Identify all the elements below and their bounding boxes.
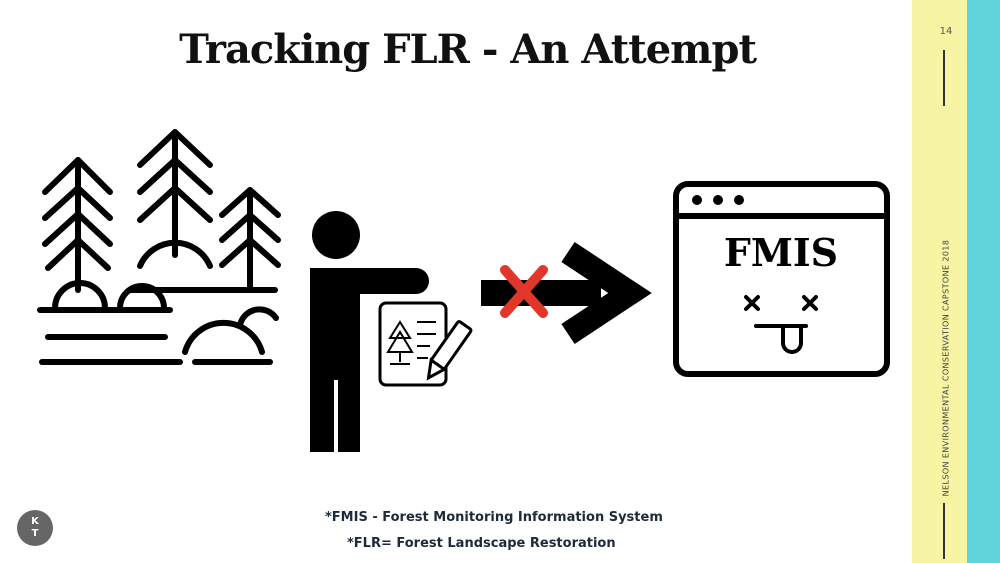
badge-letter-k: K bbox=[31, 516, 39, 527]
blocked-arrow-icon bbox=[481, 241, 652, 345]
sidebar-cyan-band bbox=[967, 0, 1000, 563]
author-badge: K T bbox=[17, 510, 53, 546]
sidebar-rule-bottom bbox=[943, 503, 945, 559]
sidebar-rule-top bbox=[943, 50, 945, 106]
sidebar-yellow-band bbox=[912, 0, 967, 563]
forest-icon bbox=[37, 129, 281, 365]
illustration: FMIS bbox=[37, 129, 890, 452]
person-holding-clipboard-icon bbox=[310, 211, 473, 452]
sidebar-caption: NELSON ENVIRONMENTAL CONSERVATION CAPSTO… bbox=[941, 239, 951, 497]
window-label: FMIS bbox=[724, 230, 838, 275]
browser-window-icon: FMIS bbox=[673, 181, 890, 377]
page-number: 14 bbox=[939, 26, 953, 37]
footnote-fmis: *FMIS - Forest Monitoring Information Sy… bbox=[325, 510, 663, 525]
dead-face-icon bbox=[744, 295, 818, 354]
slide-title: Tracking FLR - An Attempt bbox=[179, 26, 757, 73]
badge-letter-t: T bbox=[31, 528, 39, 539]
footnote-flr: *FLR= Forest Landscape Restoration bbox=[347, 536, 616, 551]
red-cross-icon bbox=[500, 265, 548, 318]
